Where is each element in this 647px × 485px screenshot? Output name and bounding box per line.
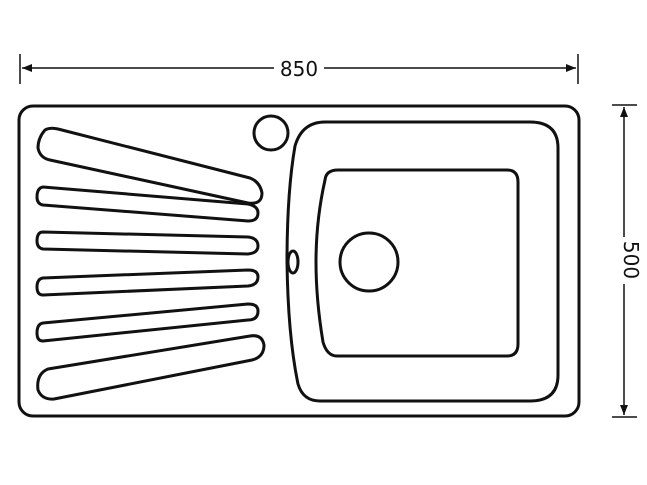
drainer-groove-3	[35, 230, 260, 256]
sink-outline	[17, 104, 581, 418]
drainer-groove-bottom	[36, 334, 266, 401]
overflow-slot	[286, 249, 300, 275]
tap-hole	[252, 114, 290, 152]
width-label: 850	[280, 57, 318, 81]
height-dimension: 500	[612, 104, 643, 418]
drainer-groove-5	[35, 302, 260, 343]
drainer-groove-2	[35, 185, 260, 223]
drainer-grooves	[35, 126, 266, 401]
height-label: 500	[619, 241, 643, 279]
width-dimension: 850	[19, 54, 579, 84]
drainer-groove-top	[36, 126, 264, 205]
drain-hole	[338, 231, 400, 293]
inner-bowl	[314, 168, 520, 358]
drainer-groove-4	[35, 268, 260, 297]
